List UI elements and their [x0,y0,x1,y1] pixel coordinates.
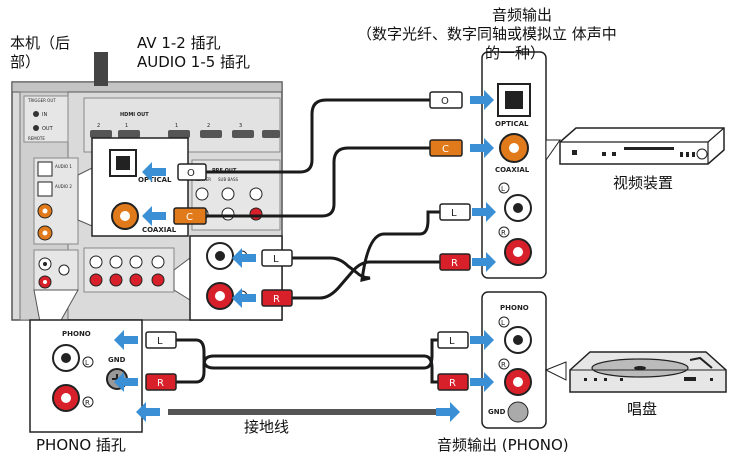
arrow-gnd-tt [436,402,460,422]
hdmi-num-5: 3 [239,123,242,129]
optical-zoom-text: OPTICAL [138,176,172,184]
turntable-output-panel: PHONO L R GND [481,291,567,429]
hdmi-num-1: 2 [97,123,100,129]
hdmi-num-4: 2 [207,123,210,129]
phono-out-text: PHONO [500,304,529,312]
phono-l-mark: L [85,359,89,367]
gnd-text: GND [108,356,126,364]
audio-output-subtitle2: 的一种） [485,44,546,62]
out-r-mark: R [501,229,506,237]
analog-zoom: L R [173,235,283,321]
turntable-label: 唱盘 [627,400,658,418]
audio-output-title: 音频输出 [492,6,553,24]
tt-gnd-text: GND [488,408,506,416]
phono-l-plug-rx: L [157,336,163,347]
phono-text: PHONO [62,330,91,338]
r-plug-rx: R [273,294,280,305]
coaxial-zoom-text: COAXIAL [142,226,177,234]
turntable-icon [569,351,727,393]
in-text: IN [42,112,47,118]
coax-plug-src: C [442,144,449,155]
optical-out-text: OPTICAL [495,120,529,128]
plugs: O O C C L R L R L R L R [145,91,471,391]
out-text: OUT [42,126,54,132]
audio-output-subtitle1: （数字光纤、数字同轴或模拟立 体声中 [357,25,617,43]
l-plug-rx: L [273,254,279,265]
phono-l-plug-tt: L [449,336,455,347]
unit-label-line1: 本机（后 [10,34,71,52]
av-jack-label-line1: AV 1-2 插孔 [137,34,221,52]
video-device-label: 视频装置 [613,174,674,192]
phono-jack-label: PHONO 插孔 [36,436,126,454]
unit-label-line2: 部） [10,53,41,71]
out-l-mark: L [501,185,505,193]
phono-r-mark: R [85,399,90,407]
audio1-text: AUDIO 1 [55,164,72,169]
audio-jack-rows [83,247,175,293]
source-output-panel: OPTICAL COAXIAL L R [481,51,561,279]
tt-l-mark: L [501,319,505,327]
audio2-text: AUDIO 2 [55,184,72,189]
tt-r-mark: R [501,361,506,369]
cables [174,98,444,384]
coax-plug-rx: C [186,212,193,223]
l-plug-src: L [451,208,457,219]
av-jack-label-line2: AUDIO 1-5 插孔 [137,53,251,71]
hdmi-num-2: 1 [125,123,128,129]
r-plug-src: R [451,258,458,269]
optical-plug-rx: O [187,168,195,179]
receiver-rear-panel: TRIGGER OUT IN OUT REMOTE HDMI OUT 2 1 A… [11,52,283,321]
video-device-icon [559,127,725,165]
coaxial-out-text: COAXIAL [495,166,530,174]
trigger-out-text: TRIGGER OUT [27,98,56,103]
phono-r-plug-rx: R [157,378,164,389]
hdmi-num-3: 1 [175,123,178,129]
sub-bass-text: SUB BASS [218,177,239,182]
hdmi-out-text: HDMI OUT [120,112,149,118]
remote-text: REMOTE [28,136,45,141]
phono-r-plug-tt: R [449,378,456,389]
phono-output-label: 音频输出 (PHONO) [437,436,569,454]
optical-plug-src: O [441,96,449,107]
ground-wire-label: 接地线 [244,418,290,436]
optical-coax-zoom: OPTICAL COAXIAL [77,137,189,237]
